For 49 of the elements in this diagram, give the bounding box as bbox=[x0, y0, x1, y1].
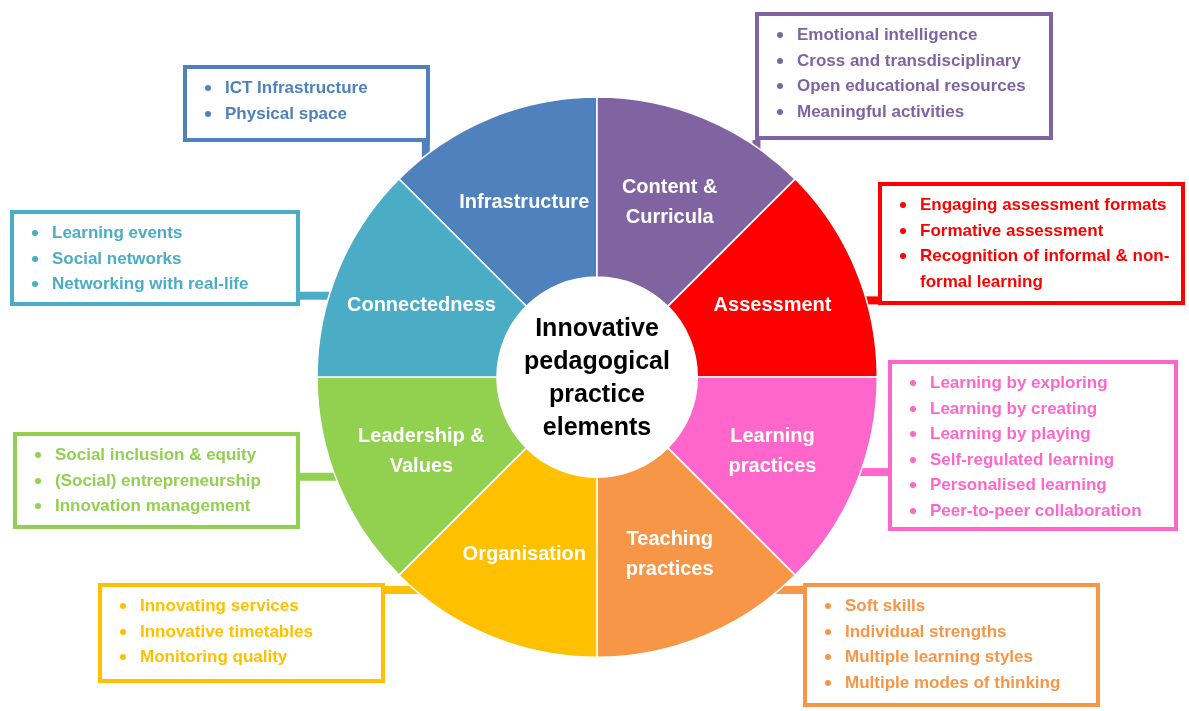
callout-box bbox=[183, 65, 430, 142]
callout-box bbox=[878, 182, 1185, 305]
segment-label: Teaching practices bbox=[624, 525, 715, 581]
callout-box bbox=[13, 432, 300, 529]
bullet-item: Personalised learning bbox=[930, 474, 1108, 496]
callout-box bbox=[98, 583, 385, 683]
bullet-item: Formative assessment bbox=[920, 219, 1105, 242]
center-title: Innovative pedagogical practice elements bbox=[523, 312, 671, 442]
bullet-item: Learning by creating bbox=[930, 397, 1099, 420]
bullet-item: Physical space bbox=[225, 102, 348, 125]
bullet-item: (Social) entrepreneurship bbox=[55, 469, 262, 492]
segment-label: Content & Curricula bbox=[620, 174, 719, 230]
callout-box bbox=[10, 210, 300, 306]
bullet-item: Recognition of informal & non-formal learning bbox=[920, 245, 1171, 293]
bullet-item: Open educational resources bbox=[797, 75, 1027, 97]
bullet-item: ICT Infrastructure bbox=[225, 77, 369, 99]
connector-line bbox=[385, 585, 419, 594]
callout-box bbox=[888, 360, 1178, 531]
segment-label: Infrastructure bbox=[458, 189, 591, 215]
bullet-item: Soft skills bbox=[845, 595, 927, 617]
connector-line bbox=[858, 468, 888, 477]
bullet-item: Peer-to-peer collaboration bbox=[930, 499, 1143, 522]
bullet-item: Multiple learning styles bbox=[845, 646, 1034, 668]
bullet-item: Innovative timetables bbox=[140, 620, 314, 643]
bullet-item: Social networks bbox=[52, 247, 183, 270]
segment-label: Learning practices bbox=[727, 422, 818, 478]
bullet-item: Social inclusion & equity bbox=[55, 444, 258, 466]
bullet-item: Meaningful activities bbox=[797, 100, 966, 123]
bullet-item: Self-regulated learning bbox=[930, 448, 1116, 471]
segment-label: Organisation bbox=[461, 540, 587, 566]
bullet-item: Learning by exploring bbox=[930, 372, 1109, 394]
bullet-item: Engaging assessment formats bbox=[920, 194, 1168, 216]
bullet-item: Multiple modes of thinking bbox=[845, 671, 1062, 694]
bullet-item: Innovation management bbox=[55, 495, 252, 517]
bullet-item: Innovating services bbox=[140, 595, 300, 617]
bullet-item: Emotional intelligence bbox=[797, 24, 979, 46]
callout-box bbox=[755, 12, 1053, 140]
bullet-item: Cross and transdisciplinary bbox=[797, 49, 1022, 72]
bullet-item: Individual strengths bbox=[845, 620, 1008, 643]
connector-line bbox=[775, 585, 803, 594]
segment-label: Connectedness bbox=[346, 292, 497, 318]
segment-label: Assessment bbox=[712, 292, 833, 318]
bullet-item: Learning events bbox=[52, 222, 184, 244]
segment-label: Leadership & Values bbox=[357, 422, 486, 478]
bullet-item: Learning by playing bbox=[930, 423, 1092, 445]
bullet-item: Monitoring quality bbox=[140, 646, 289, 668]
callout-box bbox=[803, 583, 1100, 707]
bullet-item: Networking with real-life bbox=[52, 273, 250, 295]
connector-line bbox=[300, 472, 338, 481]
